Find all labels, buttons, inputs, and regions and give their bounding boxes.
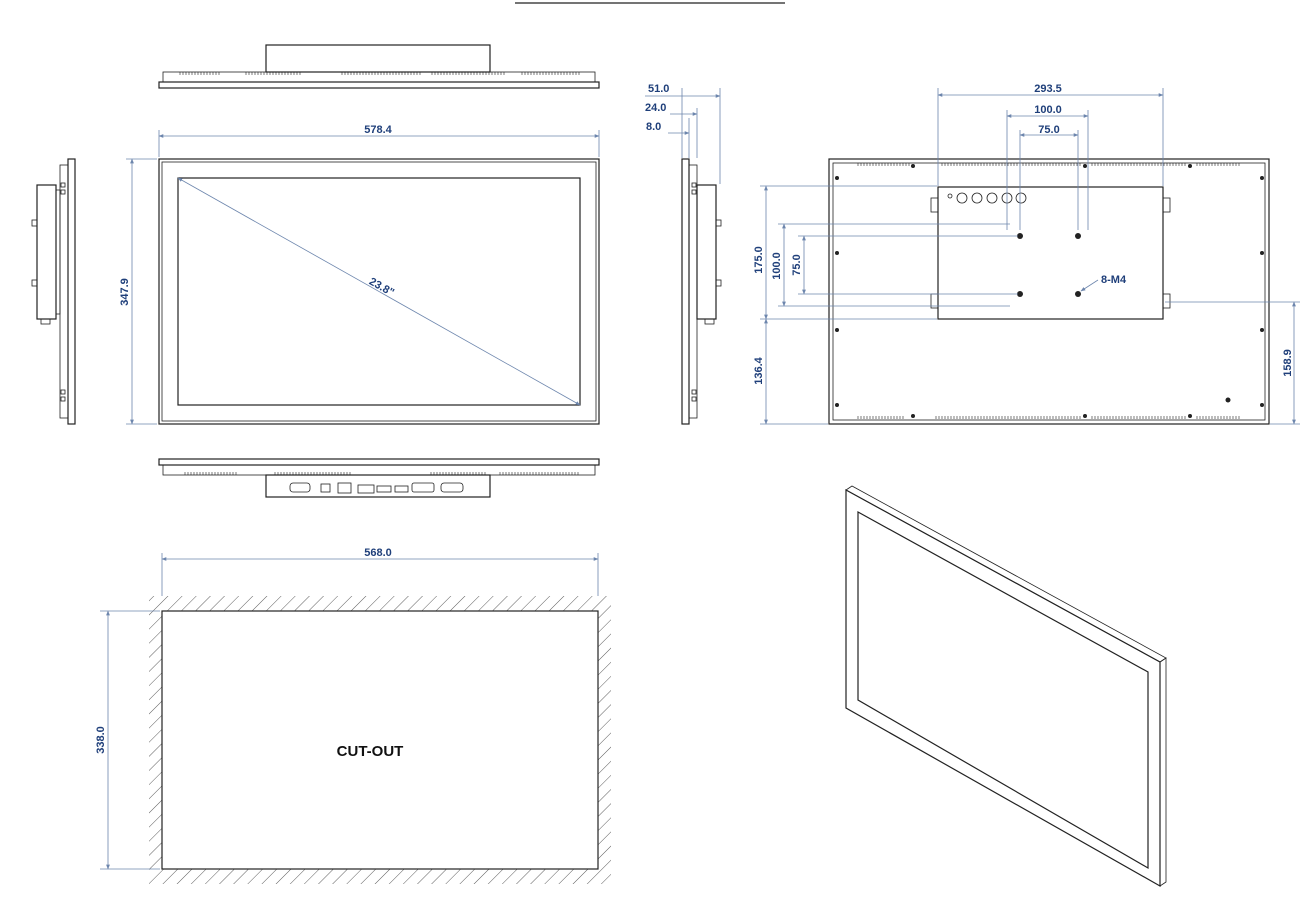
front-width-dimension: 578.4: [158, 124, 600, 157]
rear-158-label: 158.9: [1282, 349, 1294, 377]
vesa-75-label: 75.0: [1038, 124, 1059, 136]
diagonal-dimension-line: [177, 177, 581, 406]
front-height-label: 347.9: [119, 278, 131, 306]
usb-port-icon-2: [376, 485, 392, 493]
serial-port-icon: [289, 482, 311, 493]
cutout-width-dimension: 568.0: [161, 547, 599, 596]
rear-75-label: 75.0: [791, 254, 803, 275]
front-height-dimension: 347.9: [119, 158, 157, 425]
bottom-view: [158, 458, 600, 498]
usb-port-icon: [357, 484, 375, 494]
vga-port-icon: [440, 482, 464, 493]
rear-view: [828, 158, 1270, 425]
cutout-height-dimension: 338.0: [95, 610, 160, 870]
front-width-label: 578.4: [364, 124, 392, 136]
rear-dimensions: 293.5 100.0 75.0 175.0 100.0 75.0 136.4: [753, 83, 1300, 425]
vesa-100-label: 100.0: [1034, 104, 1062, 116]
depth-bezel-label: 8.0: [646, 121, 661, 133]
rear-100-label: 100.0: [771, 252, 783, 280]
rear-span-label: 293.5: [1034, 83, 1062, 95]
depth-mid-label: 24.0: [645, 102, 666, 114]
rear-175-label: 175.0: [753, 246, 765, 274]
cutout-view: CUT-OUT: [149, 596, 611, 884]
cutout-width-label: 568.0: [364, 547, 392, 559]
depth-total-label: 51.0: [648, 83, 669, 95]
left-side-view: [31, 158, 76, 425]
depth-dimensions: 51.0 24.0 8.0: [645, 83, 721, 184]
screw-spec-label: 8-M4: [1101, 274, 1127, 286]
diagonal-label: 23.8": [367, 276, 396, 299]
top-view: [158, 44, 600, 89]
rear-136-label: 136.4: [753, 356, 765, 384]
right-side-view: [681, 158, 722, 425]
cutout-label: CUT-OUT: [337, 743, 404, 760]
dvi-port-icon: [411, 482, 435, 493]
front-view: 23.8": [158, 158, 600, 425]
cutout-height-label: 338.0: [95, 726, 107, 754]
lan-port-icon: [337, 482, 352, 494]
hdmi-port-icon: [394, 485, 409, 493]
usb-b-port-icon: [320, 483, 331, 493]
isometric-view: [845, 485, 1167, 888]
